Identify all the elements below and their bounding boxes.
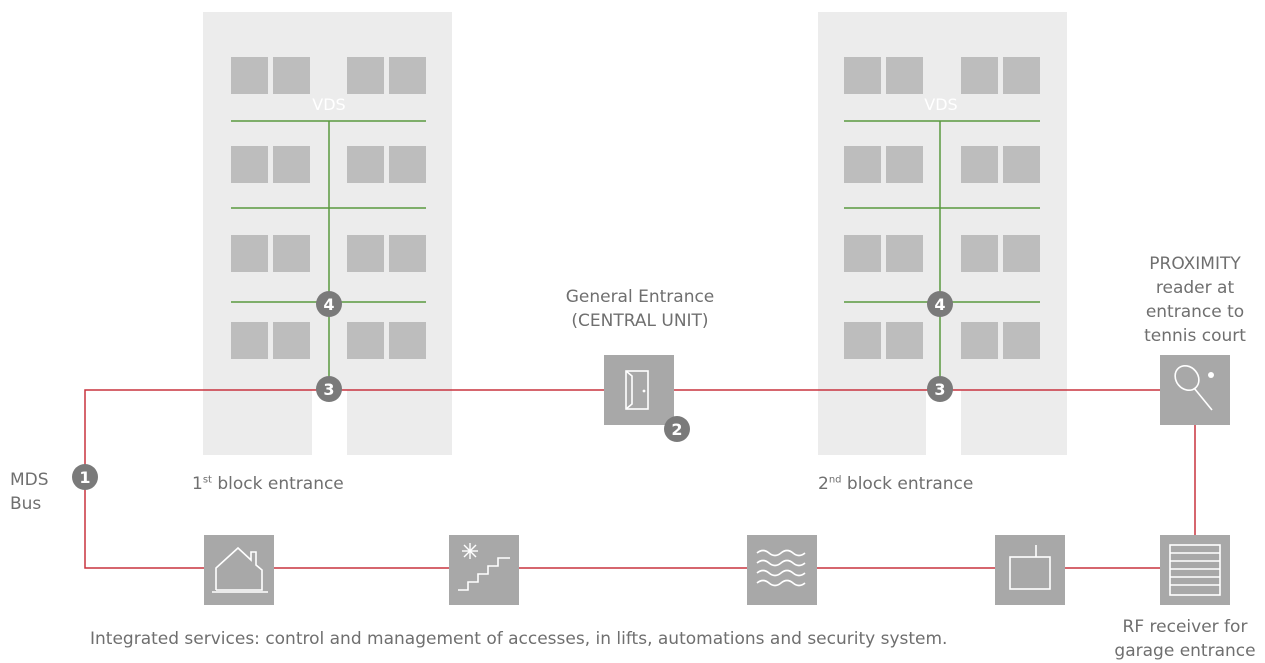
door-icon [604,355,674,425]
marker-3-block-1: 3 [316,376,342,402]
mds-line-1: MDS [10,470,49,490]
rf-receiver-label: RF receiver for garage entrance [1110,615,1260,663]
proximity-line-4: tennis court [1144,326,1246,346]
footer-caption: Integrated services: control and managem… [90,629,948,649]
general-entrance-label: General Entrance (CENTRAL UNIT) [540,285,740,333]
house-icon [204,535,274,605]
svg-text:3: 3 [934,380,945,399]
mds-bus-label: MDS Bus [10,468,49,516]
block-2-number: 2 [818,474,829,494]
marker-3-block-2: 3 [927,376,953,402]
svg-text:3: 3 [323,380,334,399]
stairs-light-icon [449,535,519,605]
proximity-reader-label: PROXIMITY reader at entrance to tennis c… [1130,252,1260,348]
garage-door-icon [1160,535,1230,605]
general-entrance-line-1: General Entrance [565,287,715,307]
mds-line-2: Bus [10,494,42,514]
marker-4-block-2: 4 [927,291,953,317]
vds-label-block-1: VDS [312,95,346,114]
proximity-line-3: entrance to [1145,302,1245,322]
block-2-text: block entrance [841,474,974,494]
building-1-windows [231,57,426,359]
rf-line-1: RF receiver for [1122,617,1248,637]
building-2-riser [844,120,1040,382]
building-2-windows [844,57,1040,359]
marker-4-block-1: 4 [316,291,342,317]
block-2-entrance-label: 2nd block entrance [818,472,973,496]
block-1-ordinal: st [202,474,212,486]
block-1-number: 1 [192,474,203,494]
svg-text:2: 2 [671,420,682,439]
general-entrance-line-2: (CENTRAL UNIT) [571,311,709,331]
block-2-ordinal: nd [828,474,842,486]
svg-text:4: 4 [934,295,945,314]
proximity-line-1: PROXIMITY [1149,254,1241,274]
tennis-racket-icon [1160,355,1230,425]
block-1-text: block entrance [211,474,344,494]
waves-icon [747,535,817,605]
svg-text:1: 1 [79,468,90,487]
marker-1: 1 [72,464,98,490]
block-1-entrance-label: 1st block entrance [192,472,344,496]
proximity-line-2: reader at [1155,278,1235,298]
svg-text:4: 4 [323,295,334,314]
marker-2: 2 [664,416,690,442]
vds-label-block-2: VDS [924,95,958,114]
rf-line-2: garage entrance [1114,641,1256,661]
tv-antenna-icon [995,535,1065,605]
